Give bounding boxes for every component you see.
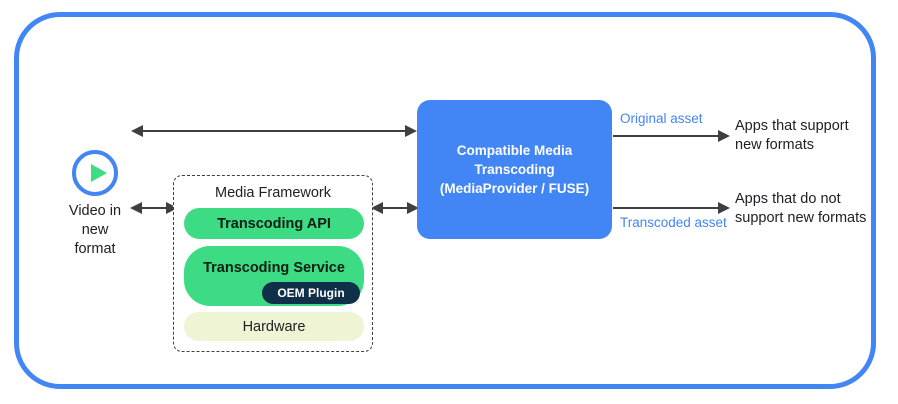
apps-no-support-new-formats-label: Apps that do not support new formats xyxy=(735,191,867,226)
arrow-original-asset-head xyxy=(718,130,730,142)
arrow-video-to-framework-head-left xyxy=(130,202,142,214)
arrow-original-asset-line xyxy=(613,135,721,137)
media-framework-title: Media Framework xyxy=(214,185,332,201)
compatible-media-transcoding-box: Compatible Media Transcoding (MediaProvi… xyxy=(417,100,612,239)
transcoding-api-pill: Transcoding API xyxy=(184,208,364,239)
video-source-label: Video in new format xyxy=(68,203,122,257)
play-circle-icon xyxy=(72,150,118,196)
arrow-video-to-framework-line xyxy=(140,207,168,209)
arrow-framework-to-cmt-head-left xyxy=(371,202,383,214)
arrow-video-to-cmt-head-left xyxy=(131,125,143,137)
arrow-video-to-cmt-head-right xyxy=(405,125,417,137)
arrow-transcoded-asset-head xyxy=(718,202,730,214)
original-asset-label: Original asset xyxy=(620,111,703,126)
apps-support-new-formats-label: Apps that support new formats xyxy=(735,118,849,153)
arrow-framework-to-cmt-head-right xyxy=(407,202,419,214)
transcoding-service-label: Transcoding Service xyxy=(203,260,345,276)
hardware-pill: Hardware xyxy=(184,312,364,341)
arrow-video-to-cmt-line xyxy=(142,130,408,132)
play-triangle-icon xyxy=(91,164,107,182)
arrow-transcoded-asset-line xyxy=(613,207,721,209)
oem-plugin-pill: OEM Plugin xyxy=(262,282,360,304)
transcoded-asset-label: Transcoded asset xyxy=(620,215,727,230)
media-framework-box: Media Framework Transcoding API Transcod… xyxy=(173,175,373,352)
arrow-framework-to-cmt-line xyxy=(381,207,409,209)
